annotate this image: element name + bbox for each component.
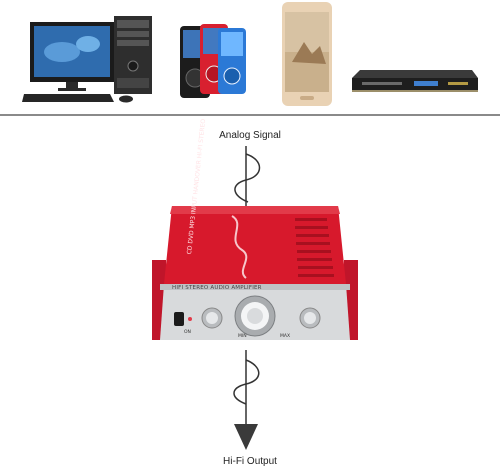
input-signal-wave bbox=[234, 146, 261, 208]
mp3-players-icon bbox=[180, 24, 246, 98]
smartphone-icon bbox=[282, 2, 332, 106]
dvd-player-icon bbox=[352, 70, 478, 92]
analog-signal-label: Analog Signal bbox=[219, 130, 281, 141]
heatsink-fins bbox=[295, 218, 334, 277]
desktop-computer-icon bbox=[22, 16, 152, 103]
source-devices-row bbox=[0, 0, 500, 112]
section-divider bbox=[0, 114, 500, 116]
knob-min-label: MIN bbox=[238, 334, 247, 339]
power-switch-label: ON bbox=[184, 330, 191, 335]
knob-max-label: MAX bbox=[280, 334, 291, 339]
output-signal-arrow bbox=[233, 350, 260, 450]
audio-amplifier bbox=[152, 206, 358, 340]
hifi-output-label: Hi-Fi Output bbox=[223, 456, 277, 467]
amplifier-faceplate-text: HIFI STEREO AUDIO AMPLIFIER bbox=[172, 285, 262, 291]
